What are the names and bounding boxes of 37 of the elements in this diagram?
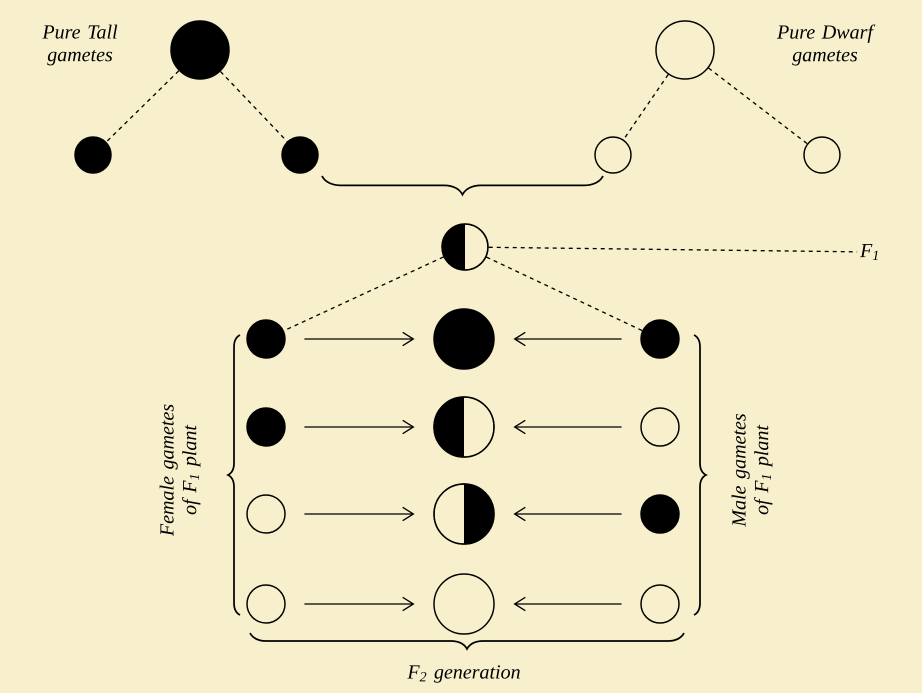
dotted-line — [708, 68, 808, 144]
gamete-circle — [640, 584, 680, 624]
dotted-line — [623, 74, 669, 140]
gamete-circle — [246, 407, 286, 447]
group-caption: Pure Dwarf gametes — [776, 24, 876, 66]
dotted-line — [106, 70, 180, 142]
gamete-circle — [640, 407, 680, 447]
hybrid-circle — [433, 396, 495, 458]
gamete-circle — [655, 20, 715, 80]
gamete-circle — [74, 136, 112, 174]
gamete-circle — [640, 494, 680, 534]
gamete-circle — [170, 20, 230, 80]
arrow — [513, 506, 622, 522]
hybrid-circle — [433, 483, 495, 545]
gamete-circle — [246, 584, 286, 624]
gamete-circle — [246, 494, 286, 534]
gamete-circle — [246, 319, 286, 359]
arrow — [513, 420, 622, 434]
group-caption: Pure Tall gametes — [42, 24, 118, 66]
dotted-line — [488, 246, 858, 252]
dotted-line — [486, 256, 642, 332]
arrow — [513, 596, 622, 612]
gamete-circle — [433, 573, 495, 635]
generation-label: F$_{1}$ — [857, 241, 883, 263]
gamete-circle — [433, 308, 495, 370]
arrow — [513, 332, 622, 346]
hybrid-circle — [441, 223, 489, 271]
arrow — [304, 420, 415, 434]
arrow — [304, 506, 415, 522]
gamete-circle — [640, 319, 680, 359]
gamete-circle — [803, 136, 841, 174]
gamete-circle — [594, 136, 632, 174]
arrow — [304, 596, 415, 612]
dotted-line — [220, 71, 288, 142]
arrow — [304, 332, 415, 346]
brace-label: F$_{2}$ generation — [407, 665, 520, 683]
gamete-circle — [281, 136, 319, 174]
